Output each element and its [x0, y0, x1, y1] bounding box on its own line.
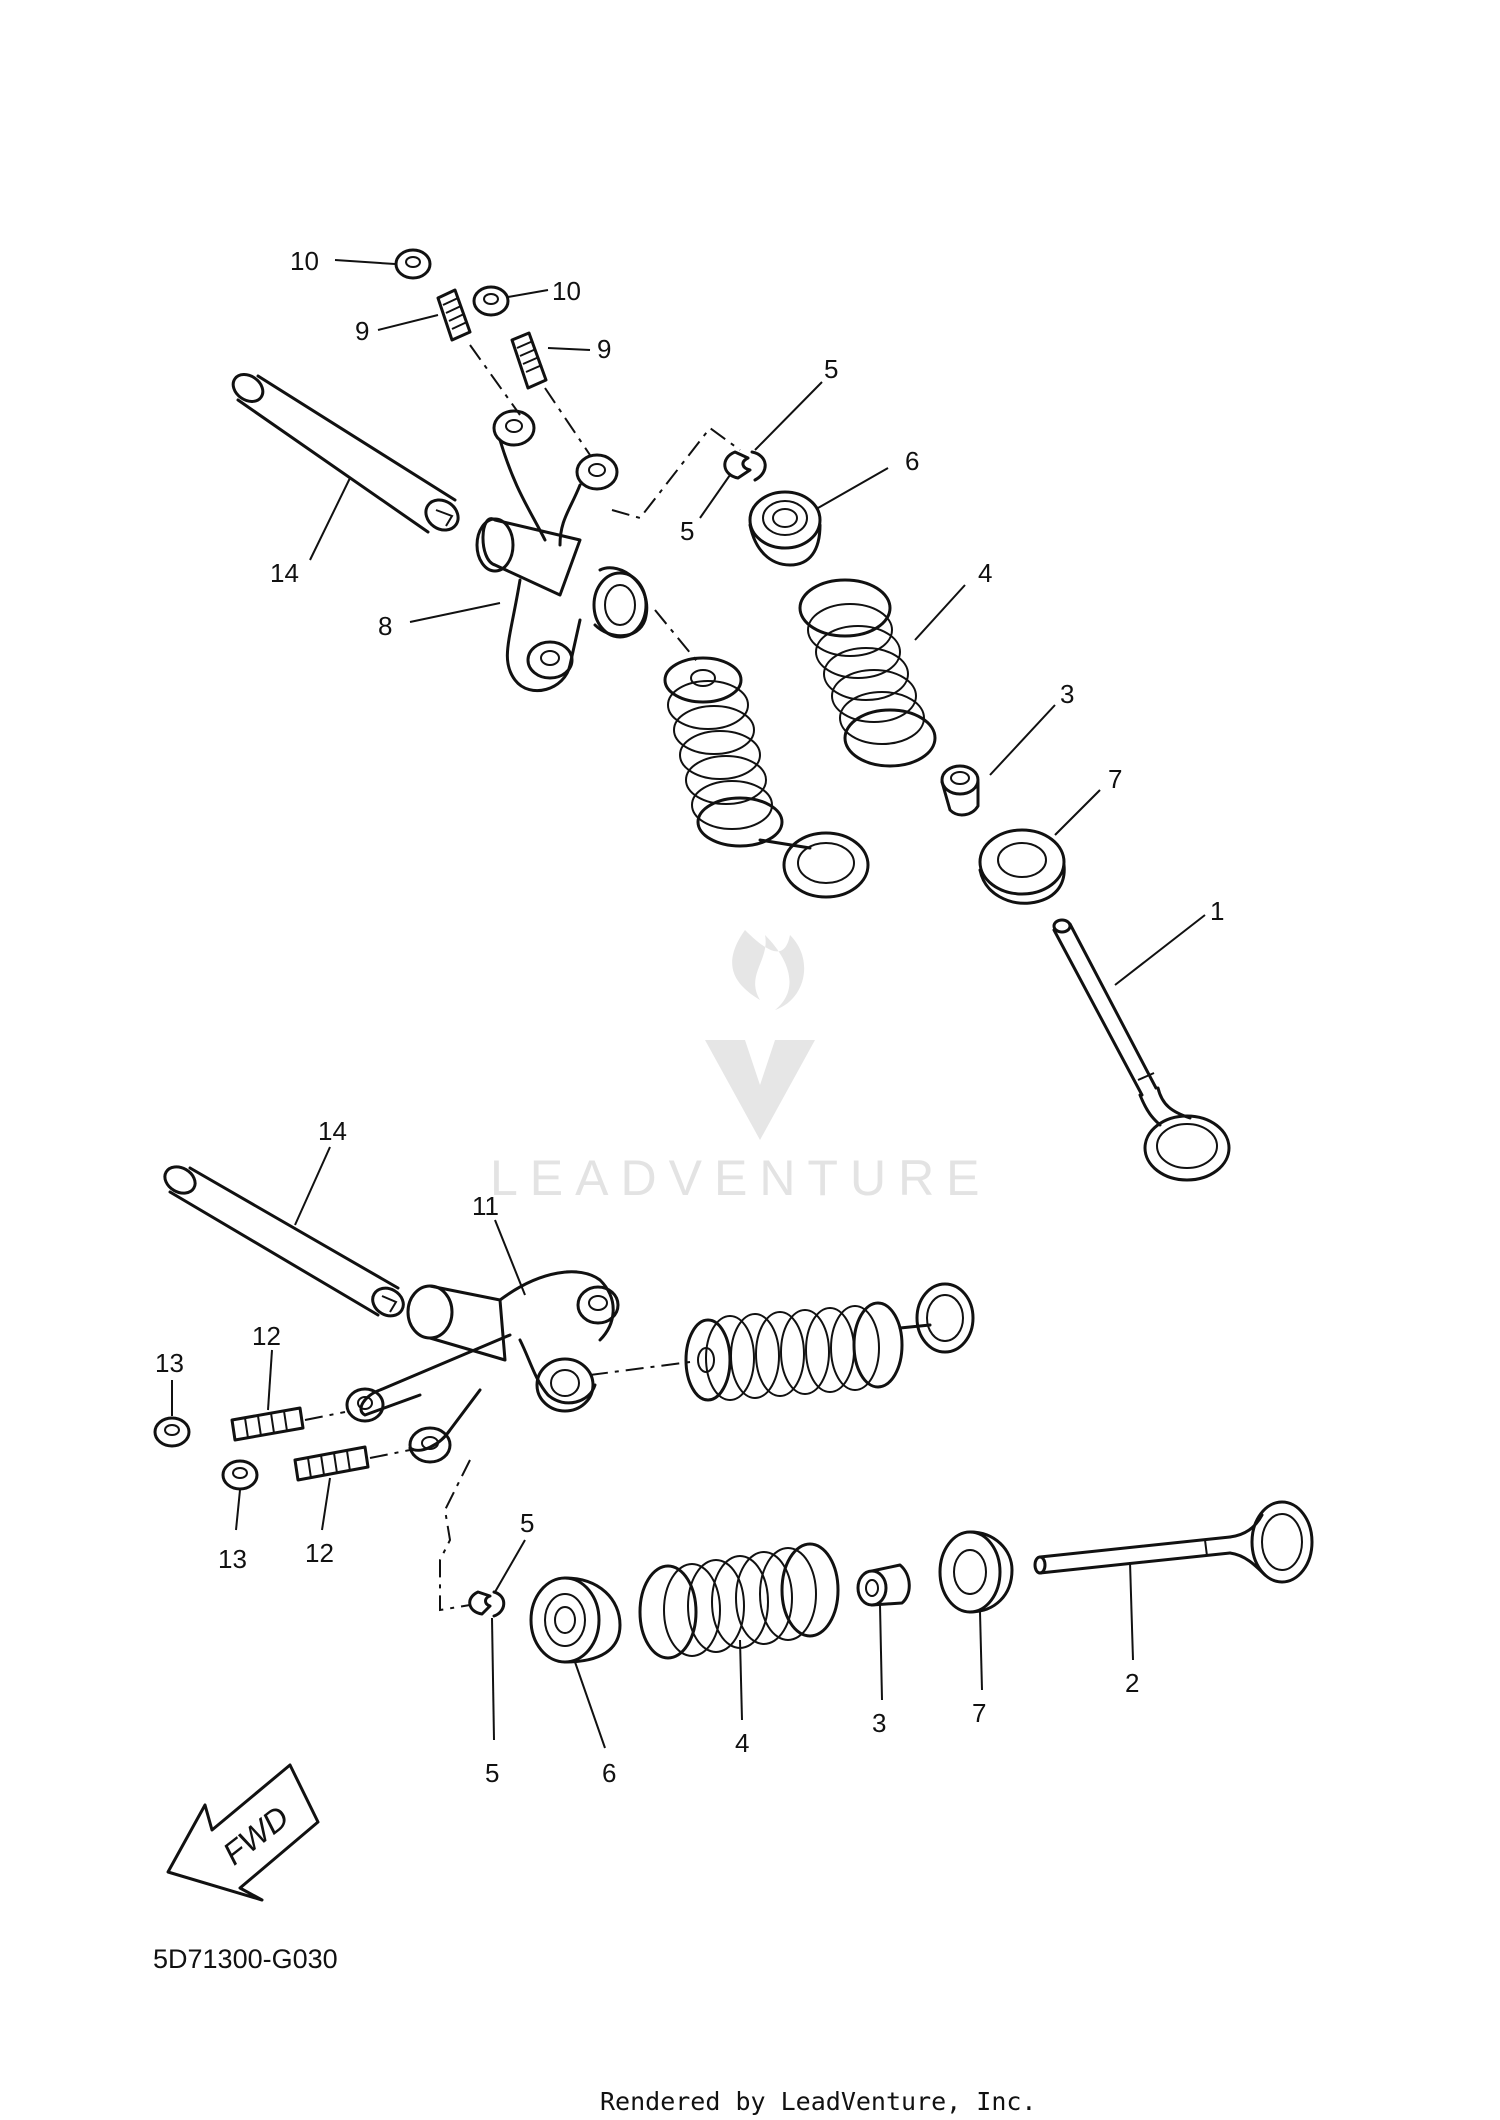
- callout-7-upper: 7: [1108, 764, 1122, 794]
- callout-3-lower: 3: [872, 1708, 886, 1738]
- callout-8: 8: [378, 611, 392, 641]
- callout-6-upper: 6: [905, 446, 919, 476]
- callout-4-upper: 4: [978, 558, 992, 588]
- assembled-valve-spring-lower: [684, 1282, 975, 1402]
- callout-10-upper-right: 10: [552, 276, 581, 306]
- fwd-label: FWD: [216, 1799, 296, 1872]
- rocker-shaft-14-lower: [163, 1165, 405, 1318]
- nut-10-upper-left: [394, 248, 432, 280]
- centerline-upper-arm-to-valve: [654, 609, 701, 666]
- callout-3-upper: 3: [1060, 679, 1074, 709]
- callout-6-lower: 6: [602, 1758, 616, 1788]
- callout-2: 2: [1125, 1668, 1139, 1698]
- valve-spring-4-upper: [798, 578, 937, 768]
- callout-14-lower: 14: [318, 1116, 347, 1146]
- centerline-lower-screw-lower: [369, 1449, 411, 1459]
- nut-10-upper-right: [472, 285, 510, 317]
- callout-7-lower: 7: [972, 1698, 986, 1728]
- callout-5-lower-bottom: 5: [485, 1758, 499, 1788]
- callout-13-upper: 13: [155, 1348, 184, 1378]
- callout-12-upper: 12: [252, 1321, 281, 1351]
- callout-5-upper-top: 5: [824, 354, 838, 384]
- centerline-lower-screw-upper: [304, 1411, 346, 1421]
- centerline-upper-arm-to-cotter: [611, 426, 741, 520]
- adjusting-screw-9-upper-left: [436, 288, 472, 342]
- diagram-code: 5D71300-G030: [153, 1944, 338, 1974]
- spring-seat-7-lower: [938, 1530, 1014, 1614]
- valve-2: [1033, 1500, 1314, 1584]
- centerline-upper-screw-right: [544, 387, 591, 456]
- valve-stem-seal-3-lower: [856, 1563, 911, 1607]
- callout-9-upper-left: 9: [355, 316, 369, 346]
- valve-cotter-5-upper: [723, 450, 767, 482]
- watermark-logo-icon: [705, 930, 815, 1140]
- adjusting-screw-9-upper-right: [510, 331, 548, 390]
- callout-5-lower-top: 5: [520, 1508, 534, 1538]
- valve-retainer-6-upper: [748, 490, 822, 567]
- callout-13-lower: 13: [218, 1544, 247, 1574]
- valve-spring-4-lower: [638, 1542, 840, 1660]
- adjusting-screw-12-lower: [293, 1445, 370, 1482]
- spring-seat-7-upper: [978, 828, 1066, 905]
- callout-4-lower: 4: [735, 1728, 749, 1758]
- callout-9-upper-right: 9: [597, 334, 611, 364]
- callout-14-upper: 14: [270, 558, 299, 588]
- centerline-upper-screw-left: [469, 344, 521, 416]
- rocker-shaft-14-upper: [231, 373, 460, 534]
- valve-retainer-6-lower: [529, 1576, 622, 1664]
- callout-1: 1: [1210, 896, 1224, 926]
- watermark-text: LEADVENTURE: [490, 1150, 992, 1206]
- centerline-lower-arm-to-cotter: [439, 1459, 471, 1612]
- nut-13-upper: [153, 1416, 191, 1448]
- callout-10-upper-left: 10: [290, 246, 319, 276]
- callout-5-upper-bottom: 5: [680, 516, 694, 546]
- valve-cotter-5-lower: [468, 1590, 506, 1618]
- footer-credit: Rendered by LeadVenture, Inc.: [600, 2087, 1037, 2116]
- leader-lines: [171, 259, 1206, 1749]
- nut-13-lower: [221, 1459, 259, 1491]
- rocker-arm-8: [475, 409, 649, 693]
- callout-12-lower: 12: [305, 1538, 334, 1568]
- centerline-lower-arm-to-valve: [589, 1361, 691, 1376]
- valve-1: [1052, 918, 1231, 1182]
- adjusting-screw-12-upper: [230, 1406, 305, 1442]
- callout-11: 11: [472, 1191, 499, 1221]
- assembled-valve-spring-upper: [663, 656, 870, 899]
- rocker-arm-11: [345, 1270, 620, 1464]
- valve-stem-seal-3-upper: [940, 764, 980, 817]
- fwd-arrow-icon: [166, 1763, 320, 1902]
